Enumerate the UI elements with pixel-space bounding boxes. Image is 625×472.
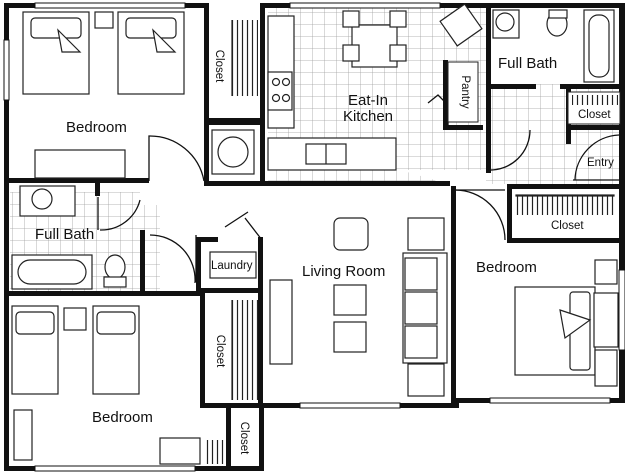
room-label-living-room: Living Room	[302, 263, 386, 280]
room-label-bedroom-bottom-left: Bedroom	[92, 409, 153, 426]
closet-label-bath-right: Closet	[578, 109, 611, 121]
room-label-eat-in-kitchen: Eat-In Kitchen	[342, 92, 394, 125]
room-label-full-bath-right: Full Bath	[498, 55, 558, 72]
room-label-pantry: Pantry	[459, 75, 472, 109]
room-label-full-bath-left: Full Bath	[35, 226, 95, 243]
closet-label-bottom-left-mid: Closet	[214, 334, 227, 368]
room-label-bedroom-top-left: Bedroom	[66, 119, 127, 136]
windows	[3, 2, 625, 472]
closet-label-top-left: Closet	[213, 49, 226, 83]
room-label-laundry: Laundry	[211, 260, 253, 272]
closet-label-bedroom-right: Closet	[551, 220, 584, 232]
room-label-entry: Entry	[587, 157, 614, 169]
closet-label-bottom-left-small: Closet	[238, 421, 251, 455]
room-label-bedroom-right: Bedroom	[476, 259, 537, 276]
furniture	[11, 3, 621, 465]
